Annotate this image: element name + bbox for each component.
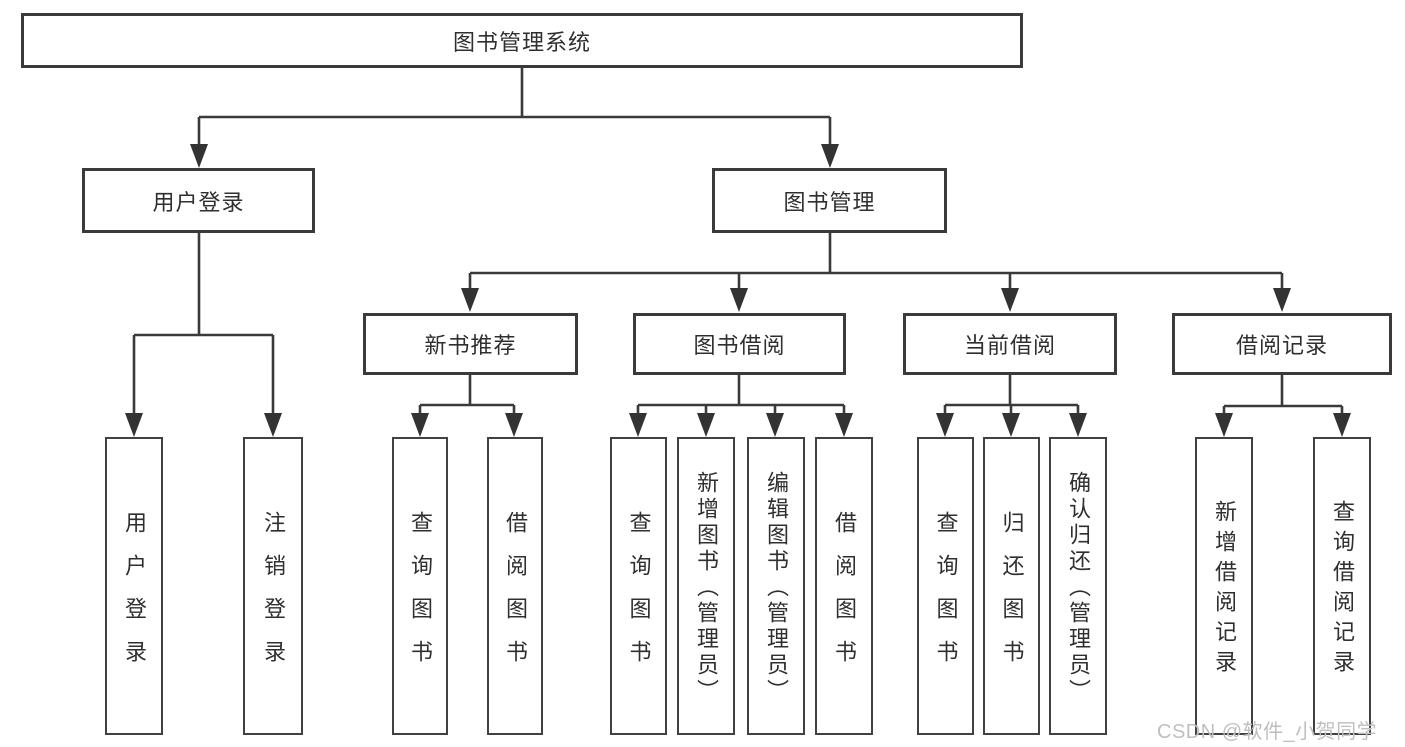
leaf-query-books-recommend: 查询图书 [392,437,448,735]
csdn-watermark: CSDN @软件_小贺同学 [1157,721,1378,743]
node-book-borrowing: 图书借阅 [633,313,846,375]
node-user-login: 用户登录 [82,168,315,233]
connector-user-login-to-leaves [125,233,282,437]
leaf-borrow-books-recommend: 借阅图书 [487,437,543,735]
node-borrowing-records: 借阅记录 [1172,313,1392,375]
leaf-borrow-books-borrowing: 借阅图书 [815,437,873,735]
connector-current-borrowing-to-leaves [936,375,1087,437]
node-new-book-recommend: 新书推荐 [363,313,578,375]
node-label: 图书管理 [783,189,876,215]
node-book-management: 图书管理 [712,168,947,233]
leaf-label: 归还图书 [999,510,1025,683]
connector-book-borrowing-to-leaves [629,375,853,437]
leaf-label: 查询图书 [626,510,652,683]
leaf-label: 确认归还（管理员） [1066,471,1091,705]
leaf-label: 注销登录 [261,510,286,683]
connector-book-management-to-level2 [461,233,1291,312]
node-label: 用户登录 [152,189,245,215]
leaf-label: 借阅图书 [832,510,857,683]
node-label: 当前借阅 [963,333,1056,358]
leaf-edit-books-admin: 编辑图书（管理员） [747,437,805,735]
connector-new-book-recommend-to-leaves [411,375,523,437]
connector-borrowing-records-to-leaves [1215,375,1351,437]
leaf-return-books: 归还图书 [983,437,1040,735]
leaf-label: 查询借阅记录 [1330,500,1355,680]
leaf-label: 借阅图书 [503,510,528,683]
leaf-label: 新增图书（管理员） [694,471,719,705]
leaf-add-borrow-record: 新增借阅记录 [1195,437,1253,735]
node-label: 新书推荐 [424,333,517,358]
node-label: 借阅记录 [1235,333,1328,358]
leaf-query-books-current: 查询图书 [917,437,974,735]
node-current-borrowing: 当前借阅 [903,313,1117,375]
node-library-management-system: 图书管理系统 [21,13,1023,68]
leaf-label: 编辑图书（管理员） [764,471,789,705]
leaf-query-borrow-record: 查询借阅记录 [1313,437,1371,735]
leaf-user-login: 用户登录 [105,437,163,735]
leaf-label: 用户登录 [122,510,147,683]
leaf-confirm-return-admin: 确认归还（管理员） [1049,437,1107,735]
node-label: 图书借阅 [693,333,786,358]
leaf-label: 新增借阅记录 [1212,500,1237,680]
leaf-query-books-borrowing: 查询图书 [610,437,667,735]
leaf-label: 查询图书 [408,510,433,683]
connector-root-to-level1 [190,68,839,168]
node-label: 图书管理系统 [452,29,591,55]
leaf-logout: 注销登录 [243,437,303,735]
leaf-add-books-admin: 新增图书（管理员） [677,437,735,735]
leaf-label: 查询图书 [933,510,959,683]
